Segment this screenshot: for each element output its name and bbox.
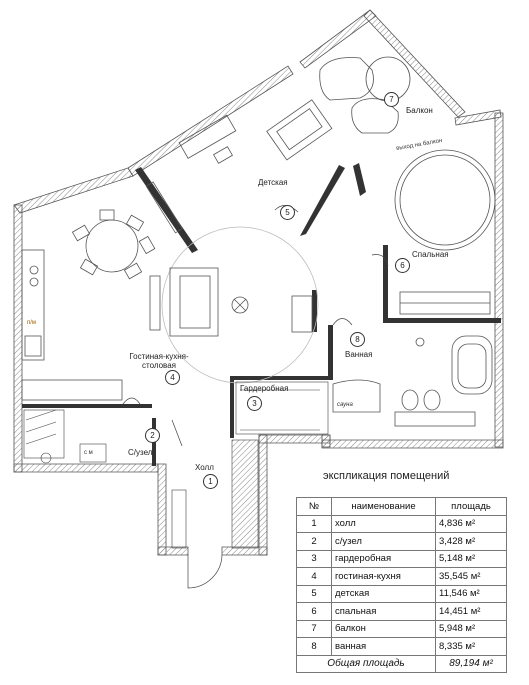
pm-label: п/м (27, 320, 37, 326)
legend-header-area: площадь (435, 497, 507, 516)
room-marker-6: 6 (395, 258, 410, 273)
row-area: 5,148 м² (435, 549, 507, 568)
row-area: 11,546 м² (435, 584, 507, 603)
row-name: балкон (331, 619, 436, 638)
row-number: 8 (296, 637, 332, 656)
room-marker-4: 4 (165, 370, 180, 385)
room-label-balkon: Балкон (406, 106, 433, 115)
sm-label: с м (84, 450, 93, 456)
bedroom-furniture (394, 149, 496, 315)
row-name: спальная (331, 602, 436, 621)
total-row: Общая площадь 89,194 м² (296, 654, 507, 673)
room-marker-1: 1 (203, 474, 218, 489)
room-label-garderobnaya: Гардеробная (240, 384, 289, 393)
room-label-holl: Холл (195, 463, 214, 472)
sauna-label: сауна (337, 402, 353, 408)
row-number: 3 (296, 549, 332, 568)
room-marker-7: 7 (384, 92, 399, 107)
total-value: 89,194 м² (435, 654, 507, 673)
row-area: 3,428 м² (435, 532, 507, 551)
legend-header-name: наименование (331, 497, 436, 516)
row-name: холл (331, 514, 436, 533)
legend-header-number: № (296, 497, 332, 516)
room-label-spalnaya: Спальная (412, 250, 449, 259)
total-label: Общая площадь (296, 654, 436, 673)
living-furniture (21, 209, 319, 401)
room-label-detskaya: Детская (258, 178, 288, 187)
row-number: 5 (296, 584, 332, 603)
row-number: 7 (296, 619, 332, 638)
row-name: с/узел (331, 532, 436, 551)
bathroom-fixtures (332, 335, 493, 427)
row-name: гостиная-кухня (331, 567, 436, 586)
row-number: 4 (296, 567, 332, 586)
wardrobe-hatching (23, 381, 329, 549)
legend-header-row: № наименование площадь (296, 497, 507, 516)
room-marker-5: 5 (280, 205, 295, 220)
legend-title: экспликация помещений (323, 470, 450, 482)
room-marker-8: 8 (350, 332, 365, 347)
row-name: гардеробная (331, 549, 436, 568)
row-area: 35,545 м² (435, 567, 507, 586)
row-area: 14,451 м² (435, 602, 507, 621)
room-label-vannaya: Ванная (345, 350, 373, 359)
room-label-gostinaya: Гостиная-кухня-столовая (129, 352, 189, 370)
row-area: 4,836 м² (435, 514, 507, 533)
row-number: 2 (296, 532, 332, 551)
outer-walls (13, 9, 504, 556)
row-area: 8,335 м² (435, 637, 507, 656)
row-name: детская (331, 584, 436, 603)
room-marker-2: 2 (145, 428, 160, 443)
row-area: 5,948 м² (435, 619, 507, 638)
interior-walls (22, 163, 501, 466)
room-marker-3: 3 (247, 396, 262, 411)
room-label-suzel: С/узел (128, 448, 153, 457)
row-number: 1 (296, 514, 332, 533)
row-number: 6 (296, 602, 332, 621)
row-name: ванная (331, 637, 436, 656)
kids-room-furniture (145, 99, 333, 234)
